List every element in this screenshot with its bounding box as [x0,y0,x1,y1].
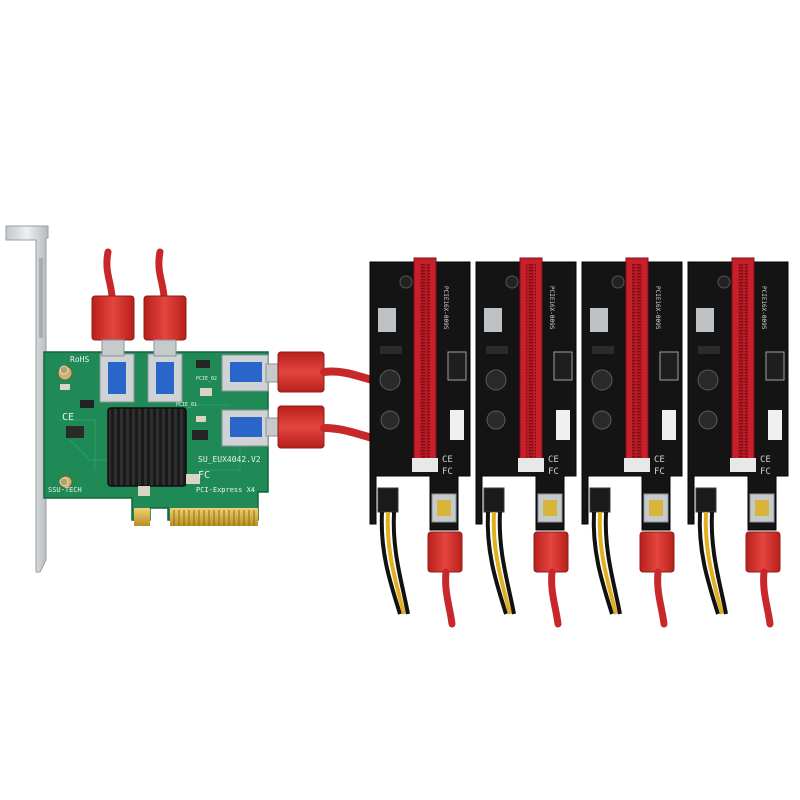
slot-pins [738,264,748,464]
usb-socket-contacts [649,500,663,516]
inductor-coil [698,410,718,430]
usb-cable [654,568,668,628]
inductor-coil [592,410,612,430]
molex-header [556,410,570,440]
riser-cards: PCIE16X-009SCEFCPCIE16X-009SCEFCPCIE16X-… [369,257,789,628]
rohs-mark: RoHS [70,355,89,364]
slot-pins [420,264,430,464]
usb-cable-side-1 [265,351,376,393]
riser-ce-mark: CE [654,455,665,465]
inductor-coil [486,410,506,430]
six-pin-power-connector [483,487,505,513]
smd-chip [486,346,508,354]
slot-latch [518,458,544,472]
riser-ce-mark: CE [548,455,559,465]
usb-cable-plug [745,531,781,573]
riser-card: PCIE16X-009S CE FC [475,257,577,628]
power-header [659,351,679,381]
riser-slot-label: PCIE16X-009S [442,286,449,330]
pcie-x4-gold-fingers [134,508,258,526]
power-header [765,351,785,381]
adapter-card: RoHS PCIE_02 PCIE_01 CE SU_EUX4042.V2 FC… [5,225,269,573]
smd-chip [698,346,720,354]
inductor-coil [485,369,507,391]
power-wires [379,511,410,615]
voltage-regulator [696,308,714,332]
port-label-1: PCIE_02 [196,376,217,382]
fc-mark: FC [198,470,210,481]
molex-header [662,410,676,440]
power-wires [485,511,516,615]
power-header [553,351,573,381]
usb-port-side-1 [221,354,269,392]
usb-cable-side-2 [265,405,376,449]
riser-fc-mark: FC [760,467,771,477]
voltage-regulator [590,308,608,332]
interface-label: PCI-Express X4 [196,486,255,494]
power-header [447,351,467,381]
riser-slot-label: PCIE16X-009S [654,286,661,330]
riser-card: PCIE16X-009S CE FC [687,257,789,628]
riser-usb-socket [643,493,669,523]
slot-pins [632,264,642,464]
usb-port-side-2 [221,409,269,447]
inductor-coil [591,369,613,391]
usb-port-vertical-1 [99,353,135,403]
molex-header [768,410,782,440]
brand-label: SSU-TECH [48,486,82,494]
capacitor [399,275,413,289]
usb-cable-vertical-1 [91,248,135,357]
heatsink [107,407,187,487]
smd-chip [380,346,402,354]
riser-slot-label: PCIE16X-009S [760,286,767,330]
inductor-coil [379,369,401,391]
slot-pins [526,264,536,464]
mount-hole [59,365,69,375]
usb-socket-contacts [755,500,769,516]
slot-latch [412,458,438,472]
port-label-2: PCIE_01 [176,402,197,408]
six-pin-power-connector [695,487,717,513]
riser-ce-mark: CE [442,455,453,465]
usb-port-vertical-2 [147,353,183,403]
six-pin-power-connector [589,487,611,513]
six-pin-power-connector [377,487,399,513]
model-label: SU_EUX4042.V2 [198,455,261,464]
riser-card: PCIE16X-009S CE FC [369,257,471,628]
metal-bracket [5,225,49,573]
inductor-coil [380,410,400,430]
riser-ce-mark: CE [760,455,771,465]
usb-cable [442,568,456,628]
slot-latch [624,458,650,472]
bracket-slot [39,258,43,338]
capacitor [611,275,625,289]
riser-card: PCIE16X-009S CE FC [581,257,683,628]
riser-fc-mark: FC [654,467,665,477]
usb-cable-plug [427,531,463,573]
inductor-coil [697,369,719,391]
mount-hole [59,477,69,487]
riser-fc-mark: FC [548,467,559,477]
usb-socket-contacts [437,500,451,516]
usb-cable [760,568,774,628]
power-wires [697,511,728,615]
usb-socket-contacts [543,500,557,516]
usb-cable-plug [533,531,569,573]
usb-cable-plug [639,531,675,573]
riser-fc-mark: FC [442,467,453,477]
voltage-regulator [484,308,502,332]
power-wires [591,511,622,615]
slot-latch [730,458,756,472]
riser-slot-label: PCIE16X-009S [548,286,555,330]
ce-mark: CE [62,412,74,423]
usb-cable [548,568,562,628]
capacitor [717,275,731,289]
usb-cable-vertical-2 [143,248,187,357]
molex-header [450,410,464,440]
voltage-regulator [378,308,396,332]
smd-chip [592,346,614,354]
capacitor [505,275,519,289]
